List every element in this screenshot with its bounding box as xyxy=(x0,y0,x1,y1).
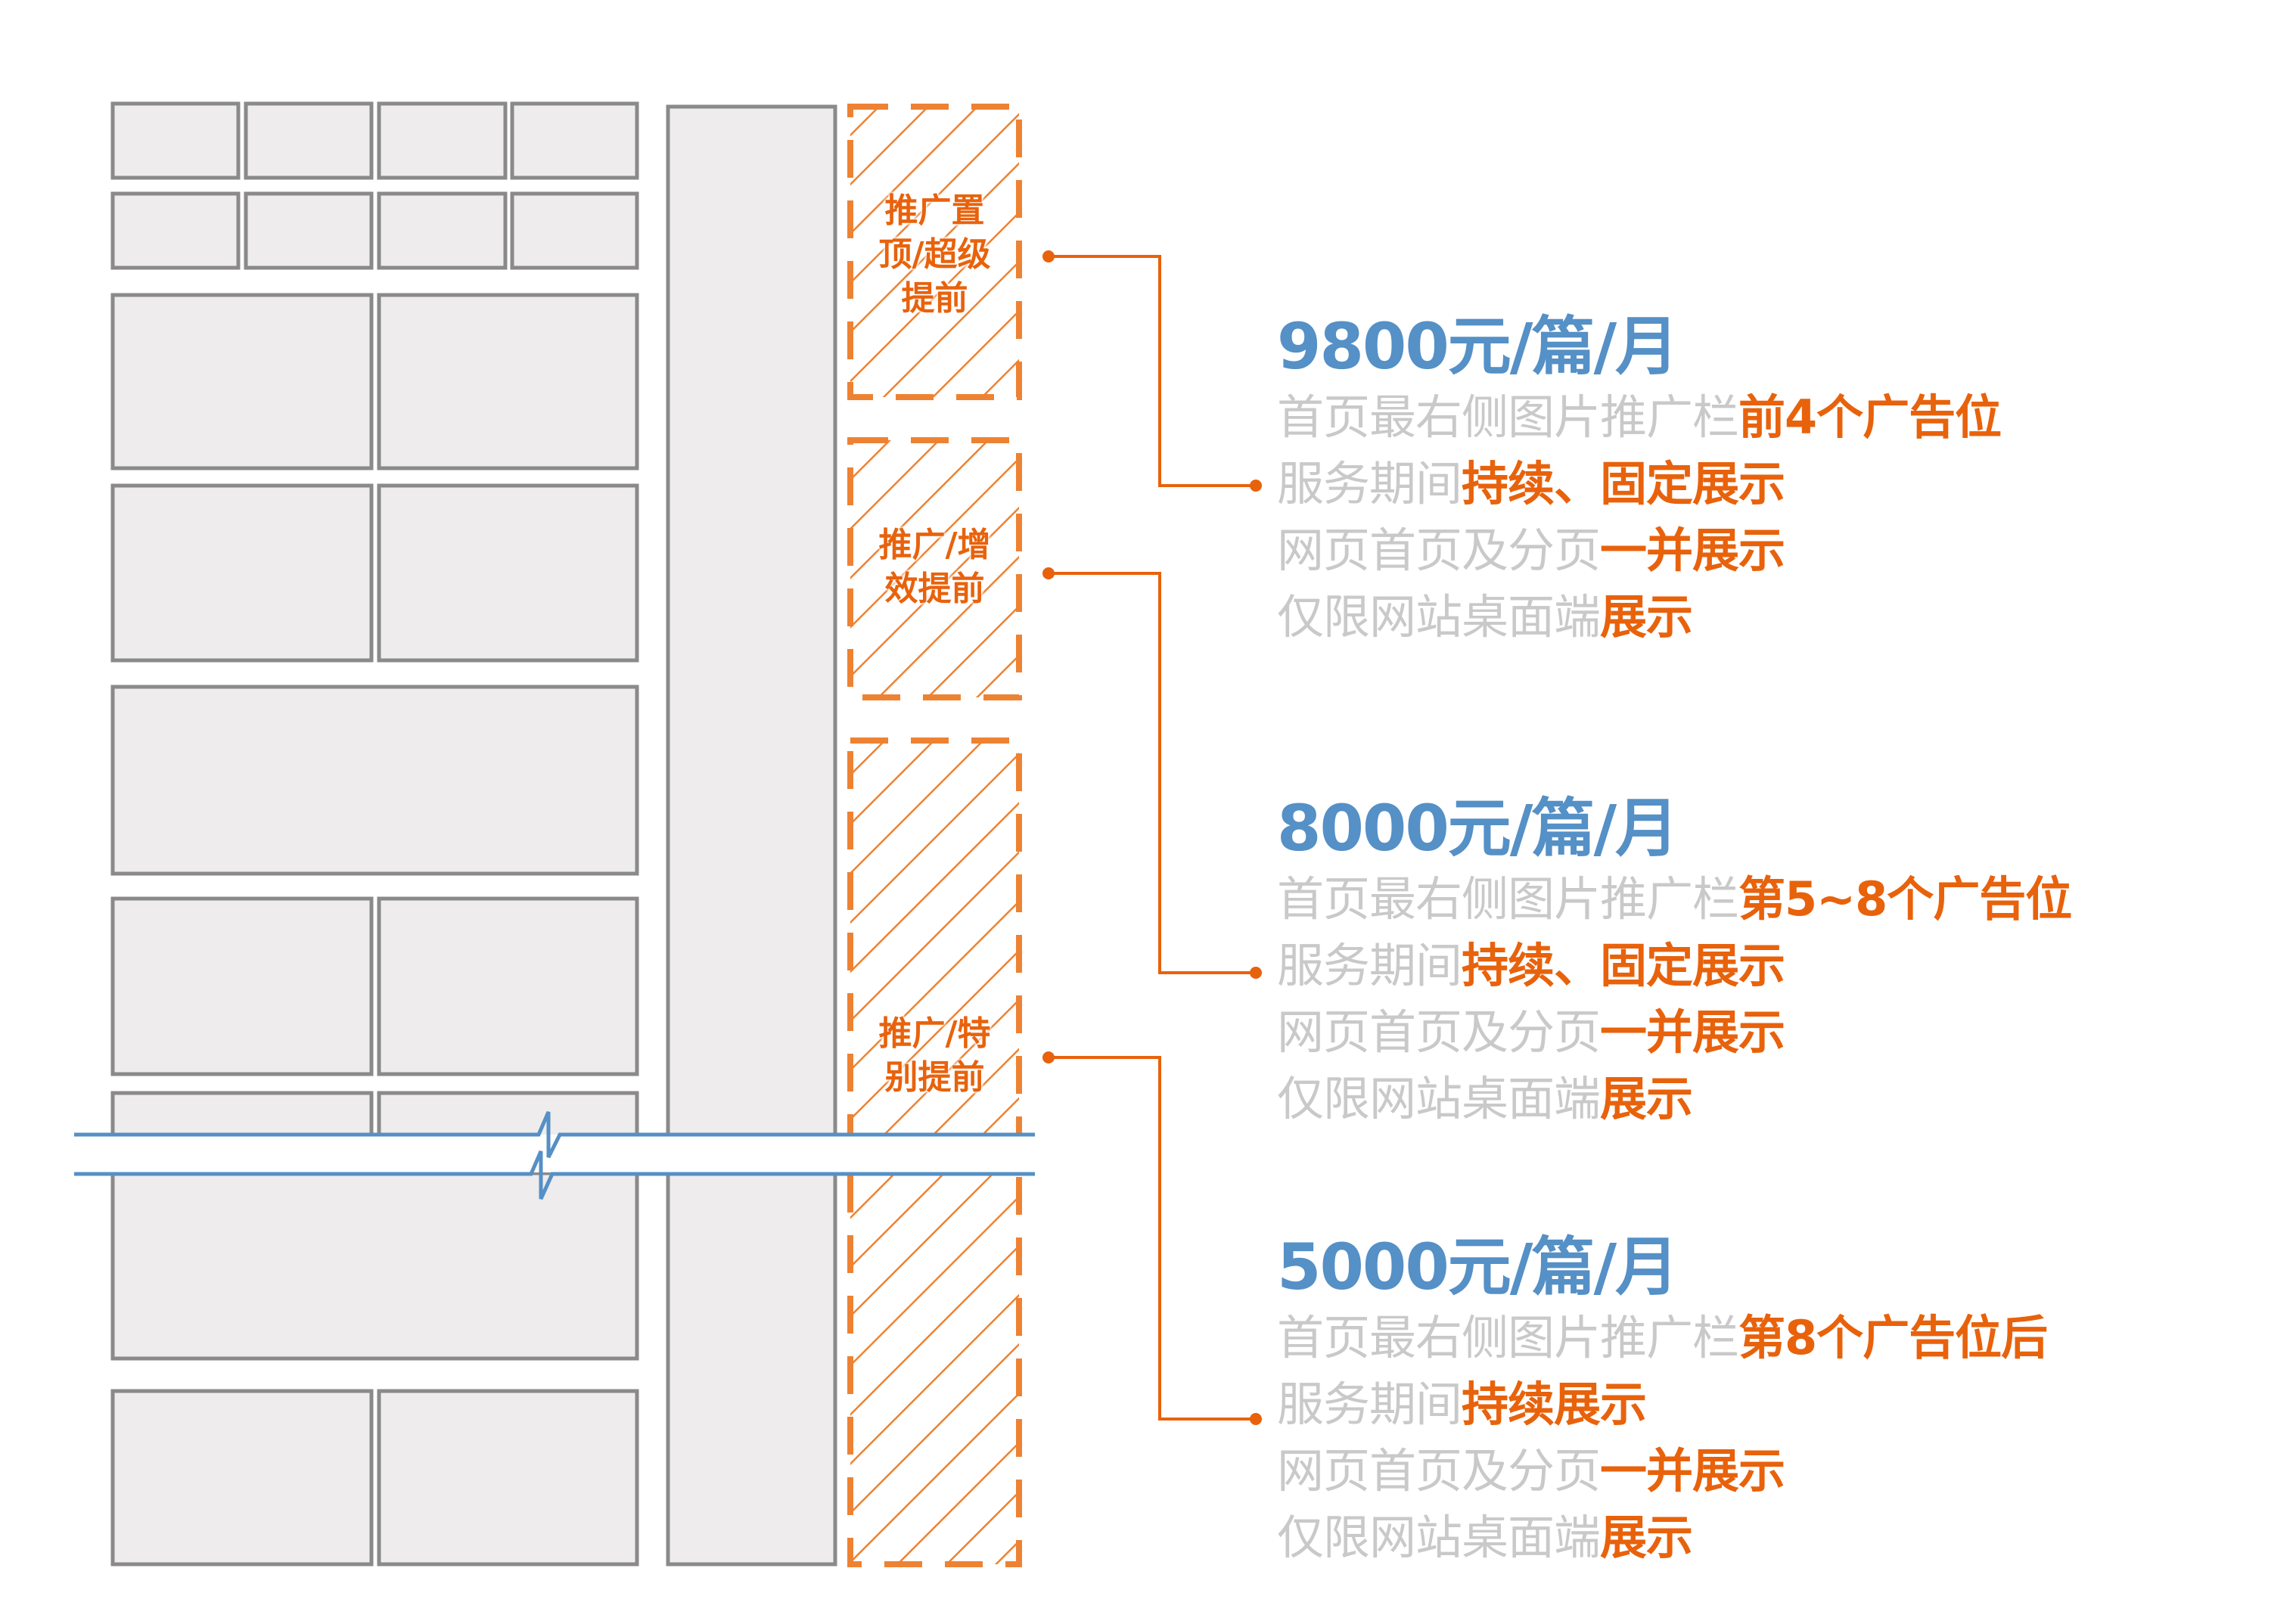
grid-cell xyxy=(110,101,241,180)
tier-feature: 服务期间持续展示 xyxy=(1277,1371,2047,1438)
zone-label-line: 顶/超级 xyxy=(878,235,991,274)
feature-label: 网页首页及分页 xyxy=(1277,523,1601,578)
tier-price: 8000元/篇/月 xyxy=(1277,791,1679,865)
connector-dot xyxy=(1042,567,1055,579)
grid-cell xyxy=(510,101,639,180)
feature-label: 服务期间 xyxy=(1277,456,1462,511)
connector-1 xyxy=(1042,250,1262,492)
feature-label: 仅限网站桌面端 xyxy=(1277,589,1601,644)
content-grid xyxy=(110,101,639,1567)
promo-zone-1-label: 推广置 顶/超级 提前 xyxy=(850,189,1019,321)
feature-label: 网页首页及分页 xyxy=(1277,1005,1601,1060)
tier-feature: 网页首页及分页一并展示 xyxy=(1277,517,2001,584)
connector-3 xyxy=(1042,1051,1262,1425)
grid-cell xyxy=(110,1389,374,1567)
zone-label-line: 效提前 xyxy=(884,570,985,608)
feature-highlight: 一并展示 xyxy=(1600,523,1785,578)
grid-cell xyxy=(377,1389,639,1567)
feature-label: 首页最右侧图片推广栏 xyxy=(1277,871,1739,927)
feature-highlight: 持续展示 xyxy=(1462,1377,1647,1432)
grid-cell-wide xyxy=(110,685,639,876)
promo-zone-2-label: 推广/增 效提前 xyxy=(850,523,1019,611)
feature-label: 首页最右侧图片推广栏 xyxy=(1277,390,1739,445)
grid-cell xyxy=(244,191,374,270)
zone-label-line: 别提前 xyxy=(884,1058,985,1097)
tier-feature: 仅限网站桌面端展示 xyxy=(1277,584,2001,651)
break-mark xyxy=(68,1111,1044,1200)
tier-feature: 服务期间持续、固定展示 xyxy=(1277,933,2071,999)
feature-highlight: 展示 xyxy=(1600,1071,1693,1126)
feature-label: 首页最右侧图片推广栏 xyxy=(1277,1310,1739,1365)
feature-highlight: 第5~8个广告位 xyxy=(1738,871,2072,927)
grid-cell xyxy=(110,483,374,663)
break-line-top xyxy=(74,1111,1035,1159)
grid-cell xyxy=(377,483,639,663)
grid-cell xyxy=(110,896,374,1076)
feature-highlight: 前4个广告位 xyxy=(1738,390,2002,445)
feature-label: 网页首页及分页 xyxy=(1277,1443,1601,1498)
feature-label: 服务期间 xyxy=(1277,938,1462,993)
grid-cell xyxy=(377,191,508,270)
feature-highlight: 持续、固定展示 xyxy=(1462,456,1785,511)
feature-highlight: 展示 xyxy=(1600,1510,1693,1565)
tier-feature: 仅限网站桌面端展示 xyxy=(1277,1066,2071,1132)
zone-label-line: 推广/增 xyxy=(878,526,991,564)
feature-highlight: 第8个广告位后 xyxy=(1738,1310,2048,1365)
promo-zone-3-label: 推广/特 别提前 xyxy=(850,1012,1019,1100)
zone-label-line: 推广置 xyxy=(884,191,985,230)
grid-cell xyxy=(110,191,241,270)
feature-label: 仅限网站桌面端 xyxy=(1277,1071,1601,1126)
connector-dot xyxy=(1250,480,1262,492)
tier-price: 9800元/篇/月 xyxy=(1277,309,1679,383)
grid-cell xyxy=(244,101,374,180)
zone-label-line: 提前 xyxy=(901,279,968,318)
feature-highlight: 一并展示 xyxy=(1600,1005,1785,1060)
grid-cell xyxy=(377,293,639,470)
tier-price: 5000元/篇/月 xyxy=(1277,1230,1679,1304)
tier-feature: 首页最右侧图片推广栏第8个广告位后 xyxy=(1277,1305,2048,1371)
grid-cell xyxy=(110,293,374,470)
connector-dot xyxy=(1250,967,1262,979)
promo-zone-1 xyxy=(847,104,1022,400)
tier-feature: 网页首页及分页一并展示 xyxy=(1277,999,2071,1066)
feature-label: 仅限网站桌面端 xyxy=(1277,1510,1601,1565)
connector-dot xyxy=(1042,1051,1055,1064)
connector-2 xyxy=(1042,567,1262,979)
promo-zone-2 xyxy=(847,437,1022,700)
tier-feature: 仅限网站桌面端展示 xyxy=(1277,1504,2047,1571)
feature-highlight: 持续、固定展示 xyxy=(1462,938,1785,993)
connector-dot xyxy=(1042,250,1055,262)
connector-dot xyxy=(1250,1413,1262,1425)
tier-feature: 首页最右侧图片推广栏第5~8个广告位 xyxy=(1277,866,2072,933)
tier-feature: 网页首页及分页一并展示 xyxy=(1277,1438,2047,1504)
break-line-bottom xyxy=(74,1150,1035,1200)
feature-highlight: 一并展示 xyxy=(1600,1443,1785,1498)
grid-cell-wide xyxy=(110,1171,639,1361)
grid-cell xyxy=(377,896,639,1076)
tier-feature: 首页最右侧图片推广栏前4个广告位 xyxy=(1277,384,2002,451)
tier-3: 5000元/篇/月 首页最右侧图片推广栏第8个广告位后 服务期间持续展示 网页首… xyxy=(1277,1229,2048,1571)
feature-highlight: 展示 xyxy=(1600,589,1693,644)
tier-1: 9800元/篇/月 首页最右侧图片推广栏前4个广告位 服务期间持续、固定展示 网… xyxy=(1277,309,2002,651)
grid-cell xyxy=(510,191,639,270)
sidebar-column xyxy=(666,104,837,1567)
grid-cell xyxy=(377,101,508,180)
zone-label-line: 推广/特 xyxy=(878,1014,991,1053)
tier-2: 8000元/篇/月 首页最右侧图片推广栏第5~8个广告位 服务期间持续、固定展示… xyxy=(1277,790,2072,1132)
tier-feature: 服务期间持续、固定展示 xyxy=(1277,451,2001,517)
feature-label: 服务期间 xyxy=(1277,1377,1462,1432)
